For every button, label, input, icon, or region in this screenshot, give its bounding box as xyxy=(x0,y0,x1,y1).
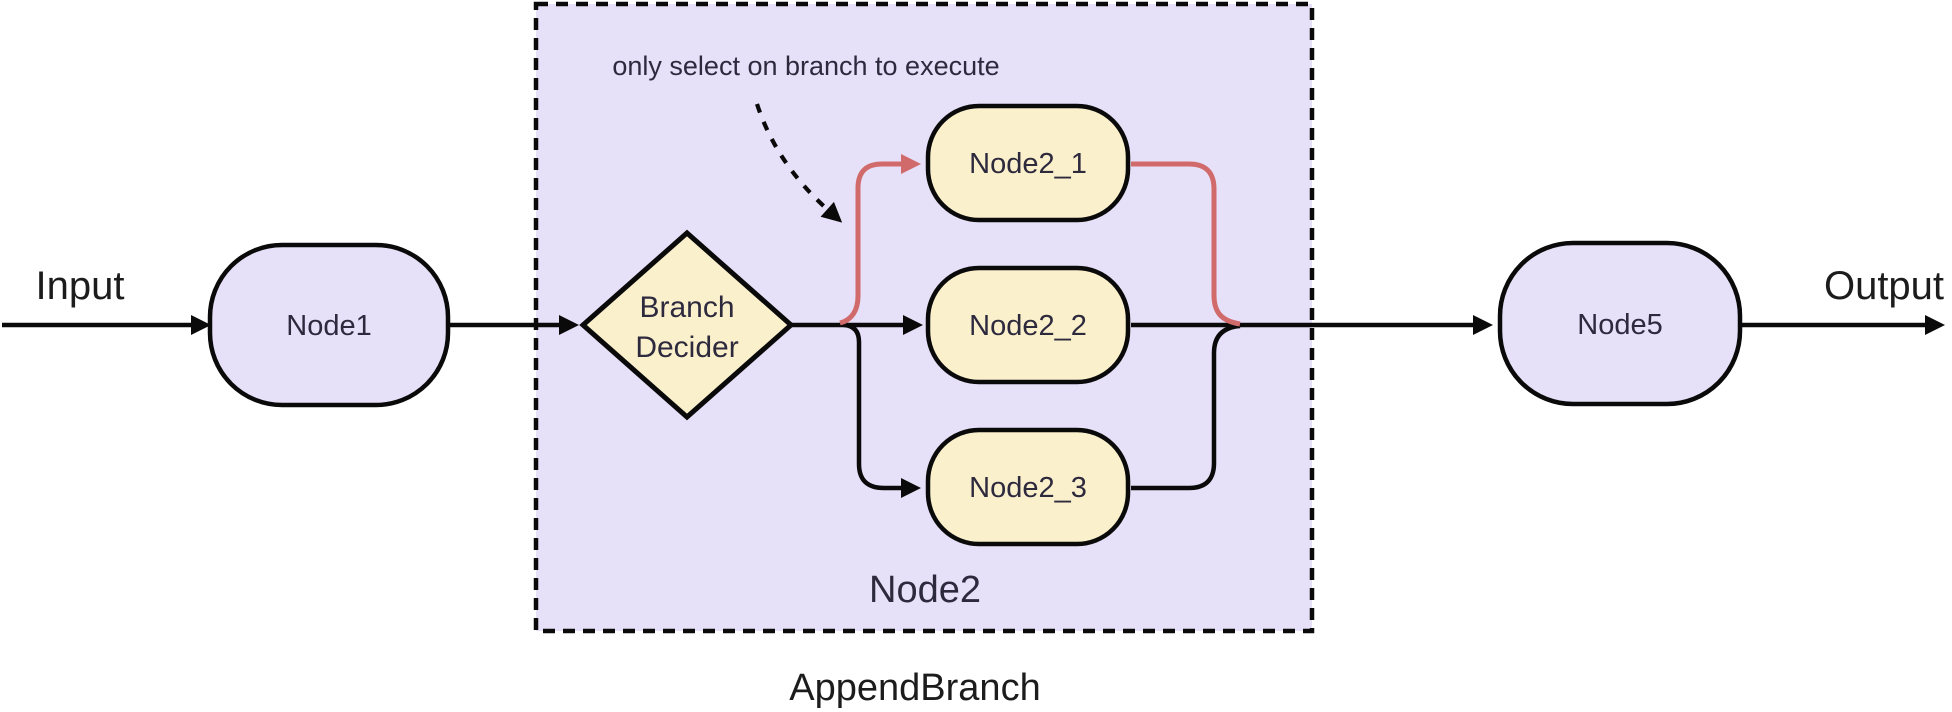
node1-label: Node1 xyxy=(286,310,371,342)
node2-1 xyxy=(925,103,1131,223)
node2-2 xyxy=(925,265,1131,385)
edge-decider-node2-1-selected xyxy=(839,154,921,326)
append-branch-label: AppendBranch xyxy=(789,667,1040,709)
node1 xyxy=(207,242,451,408)
annotation-arrow-icon xyxy=(755,103,843,223)
branch-decider-label-line2: Decider xyxy=(635,331,738,364)
node2-1-label: Node2_1 xyxy=(969,148,1087,180)
edge-node2-1-merge-selected xyxy=(1131,161,1241,327)
annotation-label: only select on branch to execute xyxy=(612,51,999,81)
node2-3 xyxy=(925,427,1131,547)
input-label: Input xyxy=(36,264,125,308)
branch-decider-diamond xyxy=(579,229,795,421)
branch-decider-label-line1: Branch xyxy=(639,291,734,324)
node2-group-label: Node2 xyxy=(869,569,981,611)
edge-decider-node2-3 xyxy=(843,322,921,498)
node2-3-label: Node2_3 xyxy=(969,472,1087,504)
node2-2-label: Node2_2 xyxy=(969,310,1087,342)
node5-label: Node5 xyxy=(1577,309,1662,341)
node5 xyxy=(1497,240,1743,407)
edge-node2-3-merge xyxy=(1131,323,1241,491)
output-label: Output xyxy=(1824,264,1944,308)
